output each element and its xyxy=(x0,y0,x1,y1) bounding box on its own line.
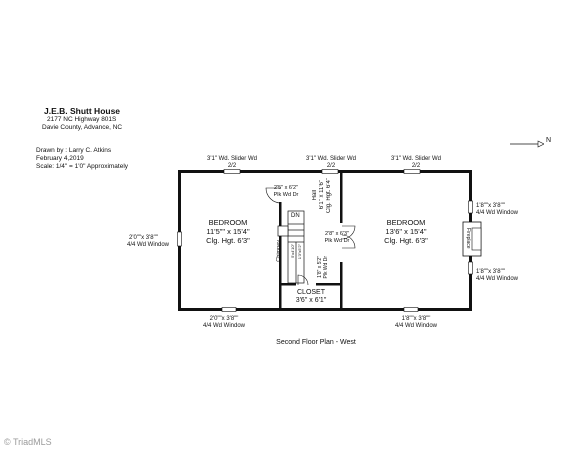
fireplace-label: Fireplace xyxy=(465,228,471,249)
right-window-2-label: 1'8""x 3'8"" xyxy=(476,269,505,275)
small-dim-1: 5'x4'10" xyxy=(290,244,295,258)
bedroom-left-name: BEDROOM xyxy=(208,218,248,227)
bedroom-right-name: BEDROOM xyxy=(386,218,426,227)
watermark: © TriadMLS xyxy=(4,437,52,447)
drawn-by: Drawn by : Larry C. Atkins xyxy=(36,147,112,154)
window-bottom-2 xyxy=(403,307,419,312)
stairs-down-label: DN xyxy=(291,213,300,219)
top-window-label-2: 3'1" Wd. Slider Wd xyxy=(306,156,356,162)
north-arrow-icon xyxy=(508,136,545,148)
top-window-label-1: 3'1" Wd. Slider Wd xyxy=(207,156,257,162)
bottom-window-1-sub: 4/4 Wd Window xyxy=(202,323,246,329)
closet-door-type: Plk Wd Dr xyxy=(323,256,329,279)
left-window-label: 2'0""x 3'8"" xyxy=(129,235,158,241)
right-window-1-label: 1'8""x 3'8"" xyxy=(476,203,505,209)
hall-size: 6'1" x 11'6" xyxy=(319,180,325,210)
plan-scale: Scale: 1/4" = 1'0" Approximately xyxy=(36,163,129,170)
bedroom-left-size: 11'5"" x 15'4" xyxy=(206,227,250,236)
address-line-1: 2177 NC Highway 801S xyxy=(47,116,117,123)
small-dim-2: 1'3"x5'2" xyxy=(297,244,302,260)
window-top-2 xyxy=(321,169,339,174)
address-line-2: Davie County, Advance, NC xyxy=(42,124,123,131)
wall-right-interior-upper xyxy=(340,173,343,223)
bottom-window-2-label: 1'8""x 3'8"" xyxy=(401,316,431,322)
plan-caption: Second Floor Plan - West xyxy=(276,339,356,346)
bottom-window-1-label: 2'0""x 3'8"" xyxy=(209,316,239,322)
door-top-left-type: Plk Wd Dr xyxy=(273,192,299,198)
plan-title: J.E.B. Shutt House xyxy=(44,106,121,116)
wall-right-interior-lower xyxy=(340,262,343,311)
window-left xyxy=(177,231,182,247)
wall-bottom xyxy=(178,308,472,311)
bedroom-right-size: 13'6" x 15'4" xyxy=(385,227,427,236)
door-top-left-size: 2'5" x 6'2" xyxy=(273,185,299,191)
window-right-1 xyxy=(468,200,473,214)
left-window-sub: 4/4 Wd Window xyxy=(127,242,170,248)
closet-name: CLOSET xyxy=(296,289,326,296)
closet-size: 3'6" x 6'1" xyxy=(295,297,327,304)
door-right-size: 2'8" x 6'3" xyxy=(324,231,350,237)
window-top-1 xyxy=(223,169,241,174)
window-top-3 xyxy=(403,169,421,174)
top-window-label-3: 3'1" Wd. Slider Wd xyxy=(391,156,441,162)
north-label: N xyxy=(546,137,552,144)
fireplace-icon xyxy=(462,221,482,257)
hall-label: Hall xyxy=(312,190,318,201)
top-window-sub-2: 2/2 xyxy=(326,163,336,169)
chimney-box xyxy=(277,225,289,237)
plan-date: February 4,2019 xyxy=(36,155,84,162)
bedroom-left-ceiling: Clg. Hgt. 6'3" xyxy=(206,236,250,245)
door-swing-right xyxy=(341,225,356,240)
top-window-sub-3: 2/2 xyxy=(411,163,421,169)
right-window-2-sub: 4/4 Wd Window xyxy=(476,276,519,282)
bottom-window-2-sub: 4/4 Wd Window xyxy=(394,323,438,329)
wall-left-interior xyxy=(279,202,282,311)
door-right-type: Plk Wd Dr xyxy=(324,238,350,244)
right-window-1-sub: 4/4 Wd Window xyxy=(476,210,519,216)
window-right-2 xyxy=(468,261,473,275)
door-swing-right-2 xyxy=(341,234,356,249)
window-bottom-1 xyxy=(221,307,237,312)
bedroom-right-ceiling: Clg. Hgt. 6'3" xyxy=(384,236,428,245)
hall-ceiling: Clg. Hgt. 6'4" xyxy=(326,178,332,213)
door-swing-top-left xyxy=(265,187,282,204)
stairs xyxy=(287,210,305,284)
chimney-label: Chimney xyxy=(276,240,282,262)
top-window-sub-1: 2/2 xyxy=(227,163,237,169)
